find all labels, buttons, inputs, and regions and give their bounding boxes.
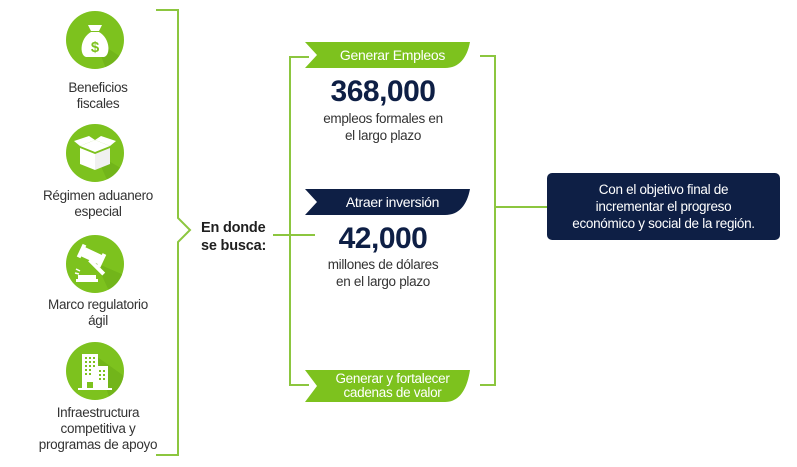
label-line: En donde [201, 220, 266, 236]
buildings-icon [66, 342, 124, 400]
desc-line: empleos formales en [323, 111, 443, 126]
label-line: Infraestructura [56, 405, 140, 420]
svg-text:$: $ [91, 39, 100, 56]
objective-box: Con el objetivo final de incrementar el … [547, 173, 780, 240]
objective-line: económico y social de la región. [572, 216, 755, 231]
label-line: competitiva y [60, 421, 136, 436]
investment-value: 42,000 [338, 222, 428, 255]
label-line: especial [74, 204, 122, 219]
ribbon-label: Atraer inversión [345, 194, 440, 210]
desc-line: millones de dólares [327, 257, 439, 272]
benefit-label-infrastructure: Infraestructura competitiva y programas … [18, 405, 178, 453]
objective-line: Con el objetivo final de [598, 182, 729, 197]
label-line: programas de apoyo [38, 437, 158, 452]
money-bag-icon: $ [66, 11, 124, 69]
ribbon-generar-empleos: Generar Empleos [305, 42, 470, 68]
ribbon-label: Generar Empleos [339, 47, 446, 63]
jobs-description: empleos formales en el largo plazo [283, 110, 483, 144]
connector-line [495, 206, 547, 208]
desc-line: en el largo plazo [336, 274, 430, 289]
ribbon-line: cadenas de valor [343, 385, 442, 400]
ribbon-cadenas-valor: Generar y fortalecer cadenas de valor [305, 370, 470, 402]
open-box-icon [66, 124, 124, 182]
gavel-icon [66, 235, 124, 293]
benefit-label-regulatory: Marco regulatorio ágil [18, 297, 178, 329]
label-line: Marco regulatorio [48, 297, 148, 312]
label-line: Beneficios [68, 80, 128, 95]
label-line: ágil [88, 313, 108, 328]
ribbon-atraer-inversion: Atraer inversión [305, 189, 470, 215]
investment-description: millones de dólares en el largo plazo [283, 256, 483, 290]
label-line: fiscales [76, 96, 120, 111]
ribbon-label: Generar y fortalecer cadenas de valor [305, 370, 470, 402]
search-label: En donde se busca: [201, 219, 266, 255]
label-line: Régimen aduanero [42, 188, 154, 203]
ribbon-line: Generar y fortalecer [335, 371, 450, 386]
benefit-label-fiscal: Beneficios fiscales [18, 80, 178, 112]
benefit-label-customs: Régimen aduanero especial [18, 188, 178, 220]
label-line: se busca: [201, 238, 267, 254]
objective-line: incrementar el progreso [595, 199, 732, 214]
desc-line: el largo plazo [344, 128, 422, 143]
connector-line [273, 234, 315, 236]
jobs-value: 368,000 [330, 75, 436, 108]
